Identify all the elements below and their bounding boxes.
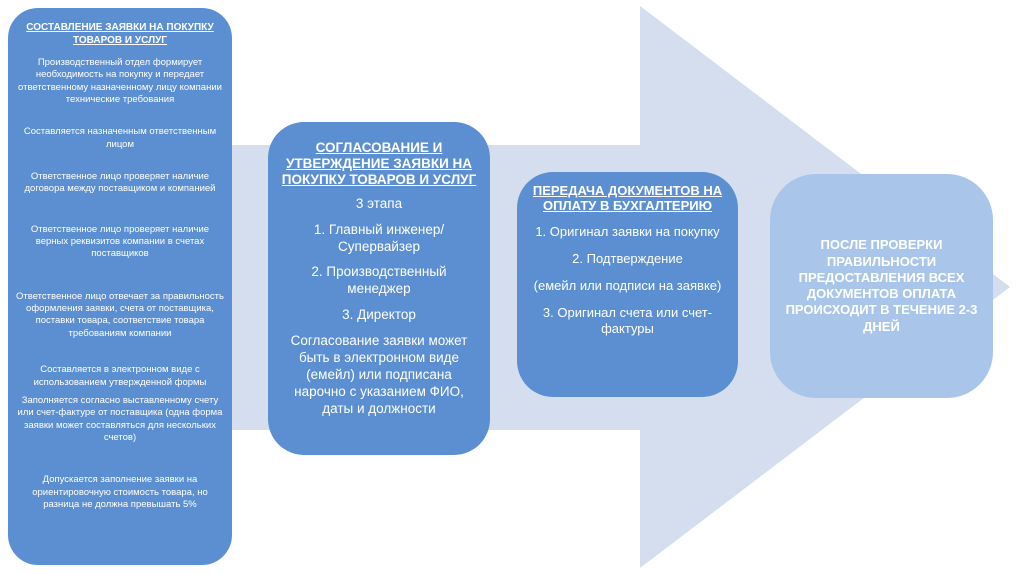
step-compose-item: Ответственное лицо проверяет наличие вер… xyxy=(30,223,210,260)
step-approve-item: 3. Директор xyxy=(342,307,416,323)
step-payment: ПОСЛЕ ПРОВЕРКИ ПРАВИЛЬНОСТИ ПРЕДОСТАВЛЕН… xyxy=(770,174,993,398)
step-approve-item: Согласование заявки может быть в электро… xyxy=(290,333,468,416)
step-compose-request: СОСТАВЛЕНИЕ ЗАЯВКИ НА ПОКУПКУ ТОВАРОВ И … xyxy=(8,8,232,565)
step-approve-item: 2. Производственный менеджер xyxy=(311,264,447,297)
step-approve-request: СОГЛАСОВАНИЕ И УТВЕРЖДЕНИЕ ЗАЯВКИ НА ПОК… xyxy=(268,122,490,455)
step-transfer-documents: ПЕРЕДАЧА ДОКУМЕНТОВ НА ОПЛАТУ В БУХГАЛТЕ… xyxy=(517,172,738,397)
step-compose-item: Ответственное лицо отвечает за правильно… xyxy=(16,290,224,339)
step-transfer-title: ПЕРЕДАЧА ДОКУМЕНТОВ НА ОПЛАТУ В БУХГАЛТЕ… xyxy=(532,183,723,213)
step-payment-text: ПОСЛЕ ПРОВЕРКИ ПРАВИЛЬНОСТИ ПРЕДОСТАВЛЕН… xyxy=(785,237,978,334)
step-compose-item: Ответственное лицо проверяет наличие дог… xyxy=(24,171,216,195)
step-transfer-item: 3. Оригинал счета или счет-фактуры xyxy=(542,304,713,337)
step-compose-item: Составляется в электронном виде с исполь… xyxy=(33,364,207,388)
step-approve-item: 1. Главный инженер/Супервайзер xyxy=(313,221,445,254)
step-compose-title: СОСТАВЛЕНИЕ ЗАЯВКИ НА ПОКУПКУ ТОВАРОВ И … xyxy=(26,22,214,46)
step-transfer-item: (емейл или подписи на заявке) xyxy=(533,277,722,293)
step-transfer-item: 1. Оригинал заявки на покупку xyxy=(535,223,720,239)
step-transfer-item: 2. Подтверждение xyxy=(572,250,683,266)
step-compose-item: Составляется назначенным ответственным л… xyxy=(23,126,217,150)
step-compose-item: Допускается заполнение заявки на ориенти… xyxy=(32,474,208,510)
step-approve-title: СОГЛАСОВАНИЕ И УТВЕРЖДЕНИЕ ЗАЯВКИ НА ПОК… xyxy=(281,140,477,187)
step-approve-item: 3 этапа xyxy=(355,195,403,211)
step-compose-item: Заполняется согласно выставленному счету… xyxy=(17,394,223,443)
step-compose-item: Производственный отдел формирует необход… xyxy=(18,57,222,106)
